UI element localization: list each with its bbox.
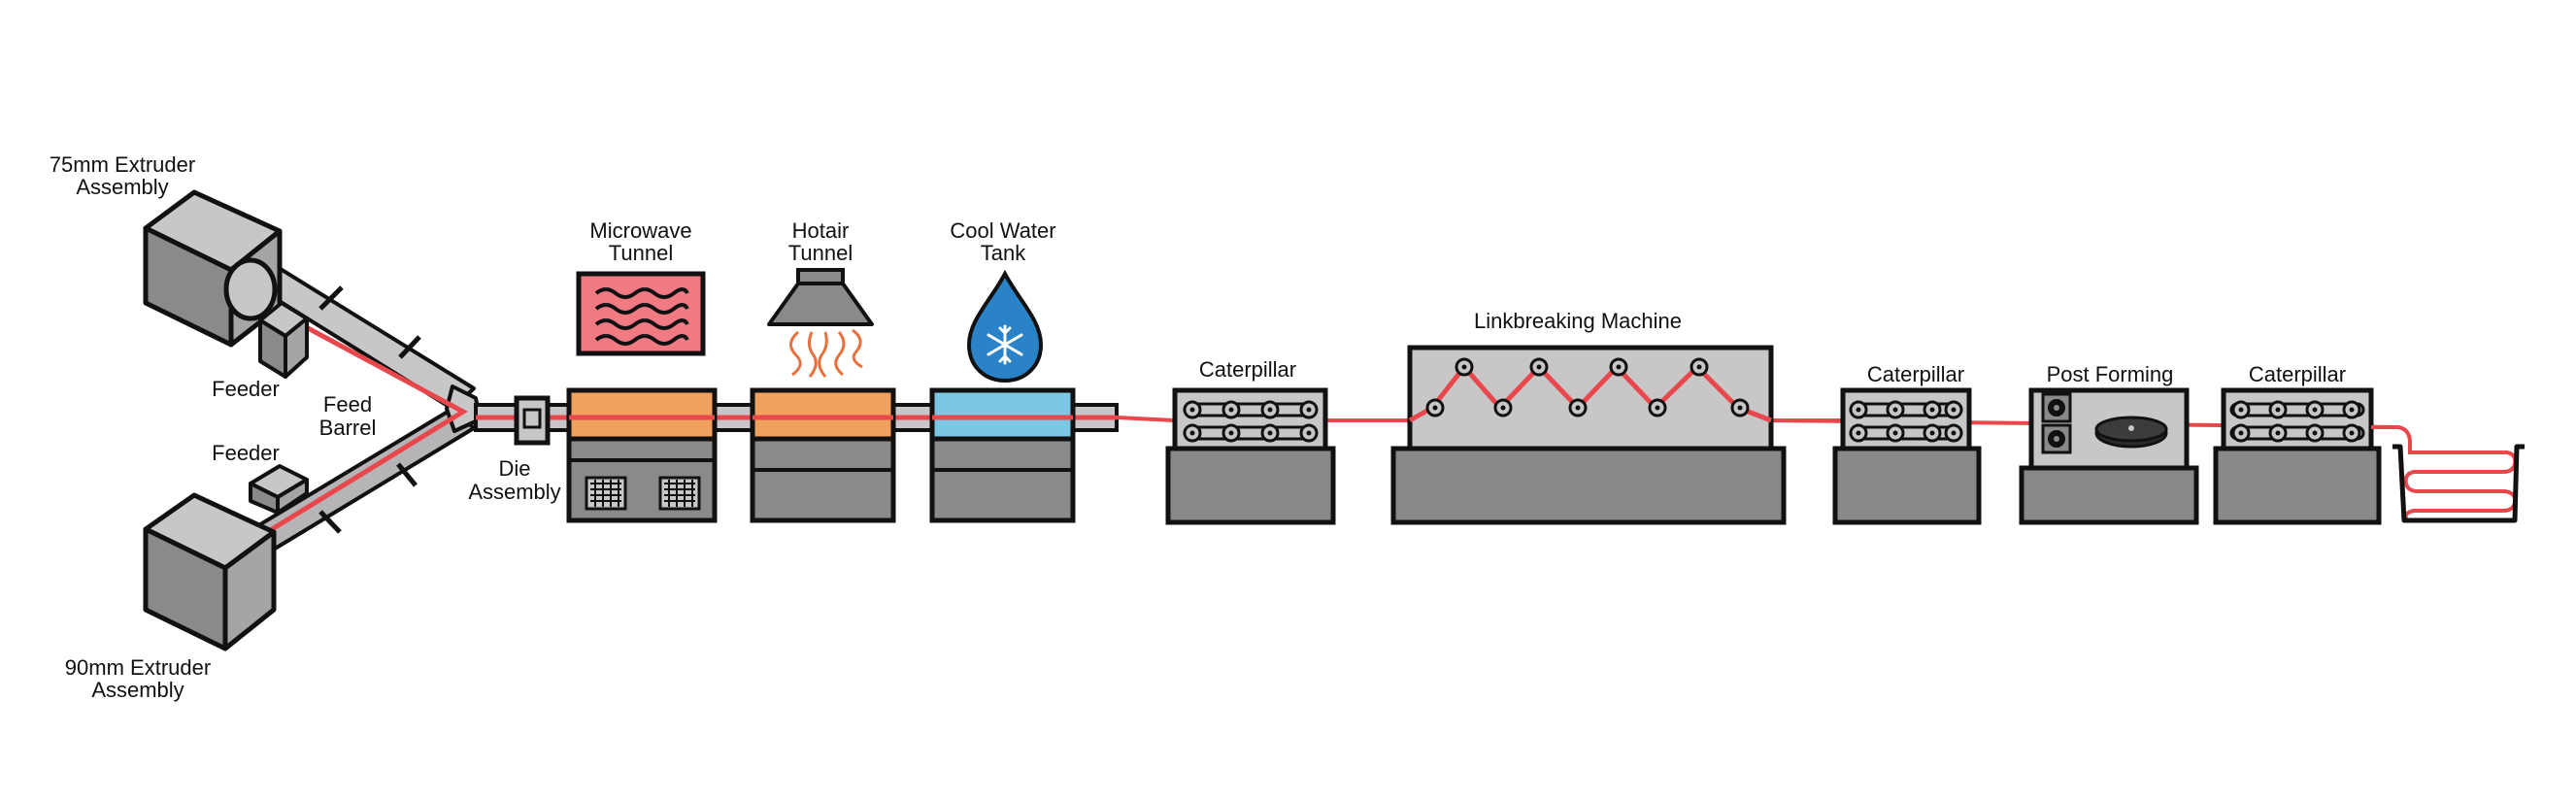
label-linkbreaking-machine: Linkbreaking Machine: [1474, 309, 1682, 333]
label-microwave-line2: Tunnel: [609, 241, 673, 265]
vent-grille-left: [585, 476, 627, 511]
feeder-top: [258, 301, 309, 379]
die-assembly: [514, 395, 551, 446]
label-75mm-extruder-line2: Assembly: [76, 175, 168, 199]
extruder-90mm: [143, 492, 277, 651]
caterpillar-2: [1832, 387, 1982, 525]
label-caterpillar-1: Caterpillar: [1199, 357, 1296, 382]
label-coolwater-line2: Tank: [981, 241, 1026, 265]
feed-barrel: [219, 249, 482, 558]
label-hotair-line1: Hotair: [792, 218, 850, 243]
label-75mm-extruder-line1: 75mm Extruder: [50, 152, 195, 177]
feeder-bottom: [249, 464, 309, 515]
heat-hood-icon: [767, 268, 874, 378]
snowflake-drop-icon: [966, 269, 1044, 384]
label-feed-barrel-line2: Barrel: [319, 416, 377, 440]
microwave-tunnel: [566, 387, 718, 523]
label-feed-barrel-line1: Feed: [323, 392, 372, 417]
label-feeder-bottom: Feeder: [212, 441, 280, 465]
caterpillar-3: [2213, 387, 2382, 525]
label-hotair-line2: Tunnel: [788, 241, 853, 265]
label-90mm-extruder-line2: Assembly: [91, 678, 184, 702]
post-forming-machine: [2019, 387, 2199, 525]
label-microwave-line1: Microwave: [589, 218, 691, 243]
label-die-line1: Die: [498, 456, 530, 481]
label-90mm-extruder-line1: 90mm Extruder: [65, 655, 211, 680]
label-caterpillar-3: Caterpillar: [2249, 362, 2346, 386]
label-feeder-top: Feeder: [212, 377, 280, 401]
label-coolwater-line1: Cool Water: [950, 218, 1055, 243]
microwave-waves-icon: [576, 271, 706, 356]
labels: 75mm Extruder Assembly 90mm Extruder Ass…: [50, 152, 2346, 702]
label-die-line2: Assembly: [468, 480, 560, 504]
collection-bin: [2371, 425, 2525, 523]
vent-grille-right: [658, 476, 701, 511]
label-caterpillar-2: Caterpillar: [1867, 362, 1964, 386]
caterpillar-1: [1165, 387, 1336, 525]
label-post-forming: Post Forming: [2047, 362, 2174, 386]
cool-water-tank: [929, 387, 1076, 523]
linkbreaking-machine: [1390, 345, 1787, 525]
hotair-tunnel: [750, 387, 896, 523]
